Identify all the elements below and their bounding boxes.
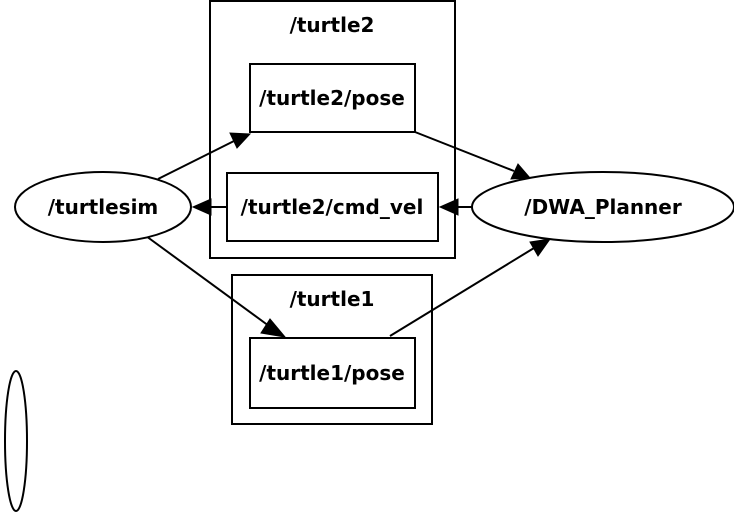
node-turtle2-pose-shape xyxy=(249,63,416,133)
node-turtle2-cmd-vel[interactable]: /turtle2/cmd_vel xyxy=(226,172,439,242)
edge-turtlesim-to-turtle1-pose xyxy=(145,235,287,338)
arrowhead xyxy=(191,198,212,216)
cluster-turtle1-label: /turtle1 xyxy=(290,287,375,311)
cluster-turtle2: /turtle2 xyxy=(209,0,456,259)
node-turtlesim-shape xyxy=(14,171,192,243)
node-turtle1-pose-shape xyxy=(249,337,416,409)
arrowhead xyxy=(529,238,552,257)
node-unnamed-shape xyxy=(4,370,28,512)
node-turtle2-cmd-vel-label: /turtle2/cmd_vel xyxy=(241,195,424,219)
arrowhead xyxy=(229,132,252,149)
edge-dwa-planner-to-turtle2-cmd-vel xyxy=(438,198,472,216)
node-dwa-planner-shape xyxy=(471,171,734,243)
cluster-turtle2-frame xyxy=(209,0,456,259)
edge-line xyxy=(145,235,270,327)
node-turtle1-pose-label: /turtle1/pose xyxy=(259,361,405,385)
edge-turtle2-cmd-vel-to-turtlesim xyxy=(191,198,226,216)
cluster-turtle2-label: /turtle2 xyxy=(290,13,375,37)
arrowhead xyxy=(438,198,459,216)
node-dwa-planner[interactable]: /DWA_Planner xyxy=(471,171,734,243)
edge-turtlesim-to-turtle2-pose xyxy=(157,132,252,180)
cluster-turtle1-frame xyxy=(231,274,433,425)
node-turtle2-pose[interactable]: /turtle2/pose xyxy=(249,63,416,133)
edge-line xyxy=(389,247,535,337)
node-turtle1-pose[interactable]: /turtle1/pose xyxy=(249,337,416,409)
node-turtle2-cmd-vel-shape xyxy=(226,172,439,242)
arrowhead xyxy=(510,163,532,180)
cluster-turtle1: /turtle1 xyxy=(231,274,433,425)
edge-turtle2-pose-to-dwa-planner xyxy=(414,131,532,180)
edge-turtle1-pose-to-dwa-planner xyxy=(389,238,552,337)
arrowhead xyxy=(260,318,287,338)
node-turtlesim[interactable]: /turtlesim xyxy=(14,171,192,243)
node-dwa-planner-label: /DWA_Planner xyxy=(524,195,682,219)
node-turtle2-pose-label: /turtle2/pose xyxy=(259,86,405,110)
node-turtlesim-label: /turtlesim xyxy=(48,195,159,219)
node-unnamed[interactable] xyxy=(4,370,28,512)
edge-line xyxy=(157,140,235,180)
edge-line xyxy=(414,131,515,172)
